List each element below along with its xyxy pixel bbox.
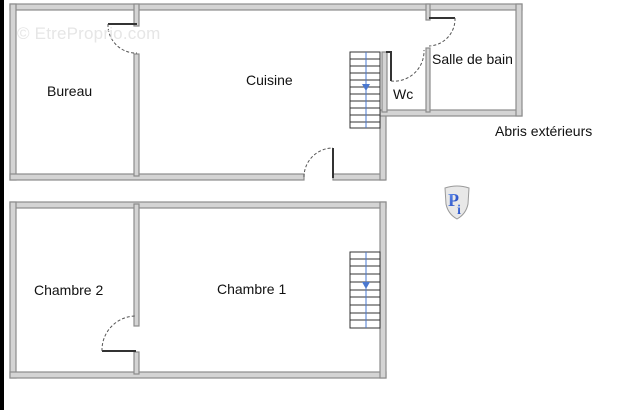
lower-staircase [349,251,381,329]
room-label-salle-de-bain: Salle de bain [432,51,513,67]
room-label-chambre-1: Chambre 1 [217,281,287,297]
room-label-wc: Wc [393,86,414,102]
room-label-cuisine: Cuisine [246,72,293,88]
svg-text:P: P [448,190,459,210]
outside-label-abris: Abris extérieurs [495,123,593,139]
room-label-chambre-2: Chambre 2 [34,282,104,298]
watermark: © EtreProprio.com [17,24,161,43]
upper-floor [9,3,523,181]
lower-floor [9,201,387,379]
upper-staircase [349,51,381,129]
agency-shield-logo-icon: P i [444,185,470,220]
image-left-border [0,0,4,410]
svg-text:i: i [457,203,461,218]
room-label-bureau: Bureau [47,83,93,99]
